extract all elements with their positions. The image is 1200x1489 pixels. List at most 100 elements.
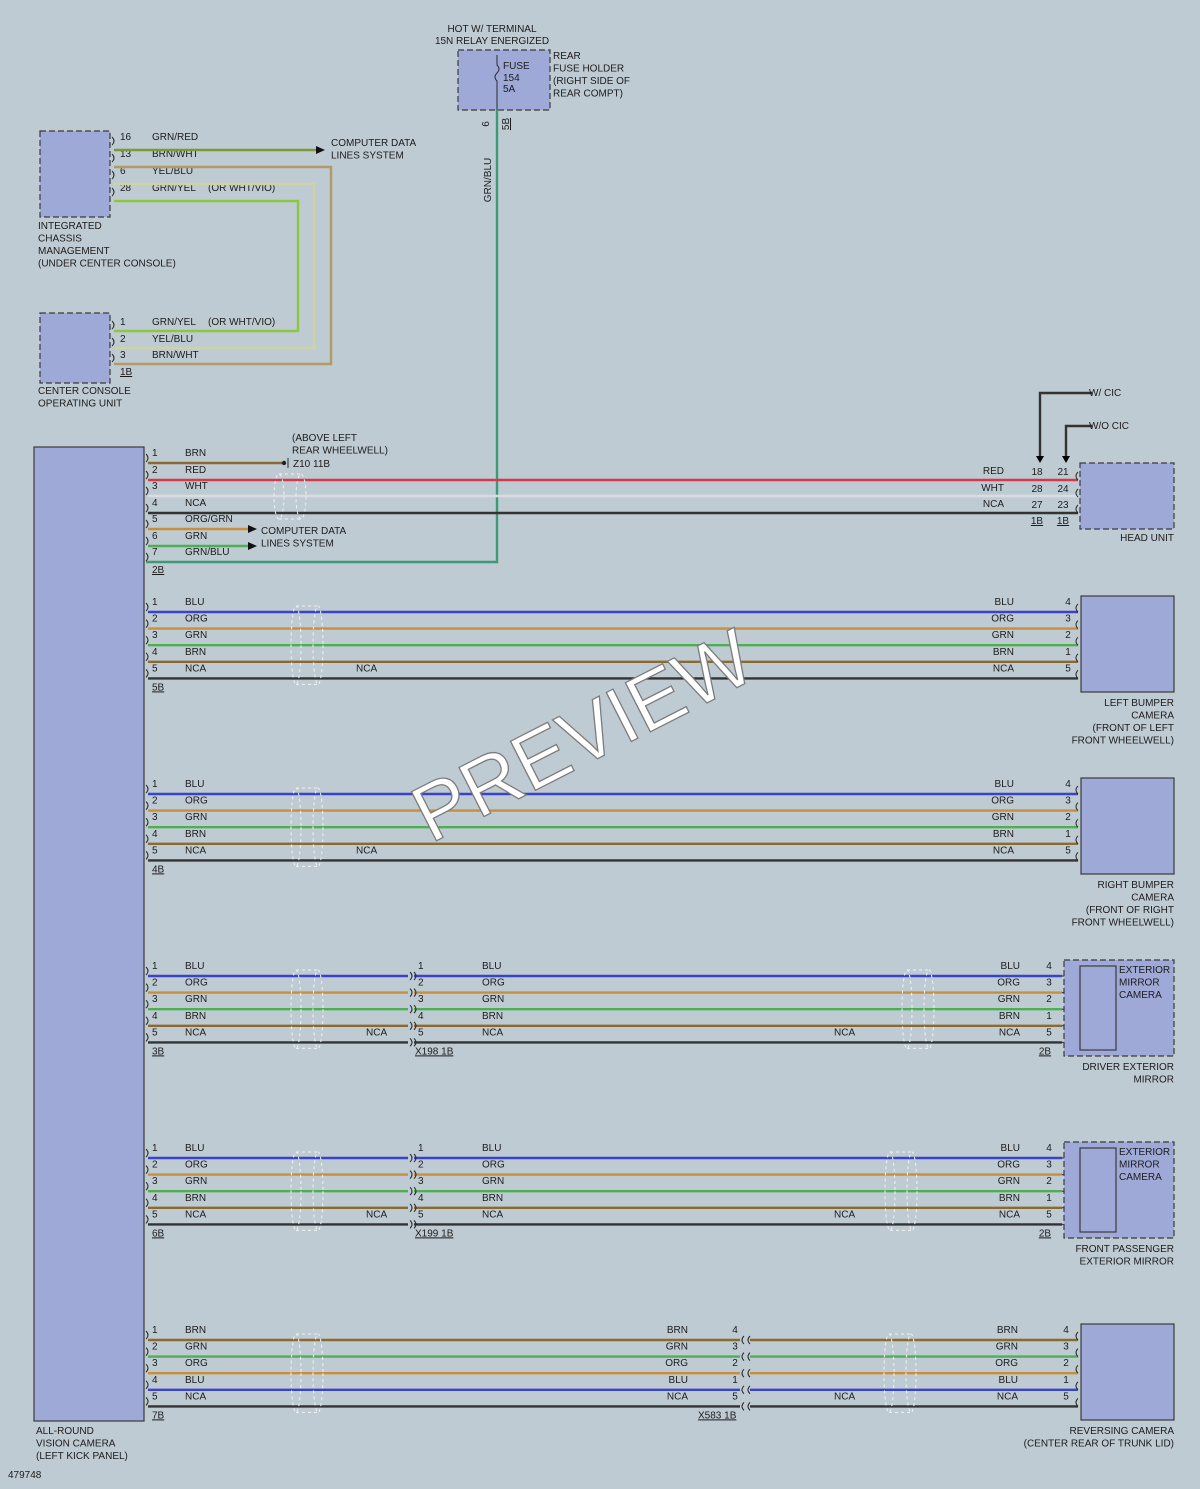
pin-bracket	[145, 1347, 149, 1356]
wire-color-label: BRN	[185, 829, 206, 840]
wire-color-label: GRN	[185, 1342, 207, 1353]
wire-color-label: BRN	[185, 1193, 206, 1204]
wire-color-label: BLU	[995, 779, 1014, 790]
icm-wire-color: GRN/RED	[152, 132, 198, 143]
inline-connector-icon	[409, 1203, 417, 1213]
pin-bracket	[145, 1198, 149, 1208]
pin-bracket	[145, 1016, 149, 1026]
shield-twist	[312, 969, 324, 1049]
shield-twist	[295, 473, 307, 520]
wire-grn-yel	[114, 199, 300, 333]
pin-number: 1	[152, 779, 158, 790]
pin-number: 1	[1065, 829, 1071, 840]
pin-bracket	[1075, 785, 1079, 795]
connector-id: 2B	[1039, 1046, 1052, 1057]
head-unit-module	[1079, 462, 1175, 530]
wire-color-label: NCA	[356, 663, 377, 674]
icm-pin: 13	[120, 149, 132, 160]
connector-id: 2B	[152, 565, 165, 576]
wire-color-label: BLU	[995, 597, 1014, 608]
wire-color-label: GRN	[992, 630, 1014, 641]
ground-location: (ABOVE LEFT	[292, 433, 357, 444]
pin-number: 3	[152, 812, 158, 823]
wire-color-label: NCA	[366, 1027, 387, 1038]
shield-twist	[312, 1333, 324, 1413]
pin-number: 2	[1046, 994, 1052, 1005]
inline-connector-icon	[409, 1153, 417, 1163]
ccu-connector: 1B	[120, 367, 133, 378]
hot-terminal-label: HOT W/ TERMINAL	[447, 24, 537, 35]
wire-color-label: GRN	[666, 1342, 688, 1353]
pin-number: 4	[732, 1325, 738, 1336]
pin-number: 1	[152, 961, 158, 972]
pin-number: 2	[1065, 630, 1071, 641]
wire-color-label: WHT	[981, 483, 1004, 494]
ccu-pin: 2	[120, 334, 126, 345]
hot-terminal-label: 15N RELAY ENERGIZED	[435, 36, 549, 47]
wire-color-label: NCA	[185, 1209, 206, 1220]
wire-color-label: ORG	[185, 796, 208, 807]
pin-number: 2	[152, 978, 158, 989]
wire-brn-wht	[114, 165, 333, 366]
wire-color-label: NCA	[185, 498, 206, 509]
mirror-camera-label: EXTERIOR	[1119, 1147, 1170, 1158]
pin-number: 1	[152, 448, 158, 459]
wire-color-label: ORG	[185, 614, 208, 625]
pin-bracket	[1075, 620, 1079, 629]
variant-line	[1038, 391, 1092, 458]
fuse-holder	[457, 49, 551, 111]
inline-connector-icon	[741, 1385, 751, 1395]
pin-bracket	[1075, 488, 1079, 498]
pin-bracket	[1075, 852, 1079, 861]
wire-color-label: ORG	[991, 614, 1014, 625]
pin-number: 2	[1063, 1358, 1069, 1369]
wire-color-label: GRN	[185, 531, 207, 542]
wire-color-label: BLU	[482, 961, 501, 972]
wire-color-label: RED	[983, 466, 1004, 477]
pin-bracket	[1075, 1381, 1079, 1391]
pin-bracket	[111, 353, 115, 363]
cdl-label: LINES SYSTEM	[261, 539, 334, 550]
wire-color-label: NCA	[482, 1027, 503, 1038]
main-module-label: (LEFT KICK PANEL)	[36, 1451, 128, 1462]
wire-grn-blu	[146, 110, 499, 564]
camera-label: REVERSING CAMERA	[1070, 1426, 1175, 1437]
camera-label: CAMERA	[1131, 711, 1174, 722]
pin-number: 4	[152, 1011, 158, 1022]
pin-bracket	[1075, 636, 1079, 646]
wire-color-label: BLU	[482, 1143, 501, 1154]
fuse-holder-label: FUSE HOLDER	[553, 64, 624, 75]
icm-pin: 28	[120, 183, 132, 194]
pin-number: 4	[1046, 961, 1052, 972]
wire-color-label: BRN	[667, 1325, 688, 1336]
pin-bracket	[145, 834, 149, 844]
wire-color-label: GRN	[998, 994, 1020, 1005]
ccu-wire-color: GRN/YEL	[152, 317, 196, 328]
wire-color-label: NCA	[356, 845, 377, 856]
pin-number: 3	[1046, 1160, 1052, 1171]
wire-color-label: ORG	[665, 1358, 688, 1369]
pin-number: 3	[418, 1176, 424, 1187]
wire-color-label: ORG	[185, 1358, 208, 1369]
head-unit-label: HEAD UNIT	[1120, 533, 1174, 544]
pin-number: 5	[1065, 845, 1071, 856]
connector-id: 1B	[1057, 516, 1070, 527]
wire-color-label: ORG	[482, 1160, 505, 1171]
inline-connector-icon	[409, 1186, 417, 1196]
pin-bracket	[111, 136, 115, 146]
icm-dest-label: COMPUTER DATA	[331, 138, 417, 149]
arrow-icon	[248, 542, 257, 550]
icm-pin: 16	[120, 132, 132, 143]
wire-color-label: ORG	[185, 1160, 208, 1171]
wire-color-label: NCA	[999, 1209, 1020, 1220]
wire-color-label: BLU	[1001, 961, 1020, 972]
camera-label: FRONT WHEELWELL)	[1072, 918, 1174, 929]
pin-number: 2	[152, 1160, 158, 1171]
connector-id: 3B	[152, 1046, 165, 1057]
wire-color-label: BLU	[1001, 1143, 1020, 1154]
wire-color-label: GRN	[185, 812, 207, 823]
wire-color-label: ORG	[995, 1358, 1018, 1369]
ccu-wire-color: BRN/WHT	[152, 350, 199, 361]
wire-color-label: BRN	[993, 647, 1014, 658]
